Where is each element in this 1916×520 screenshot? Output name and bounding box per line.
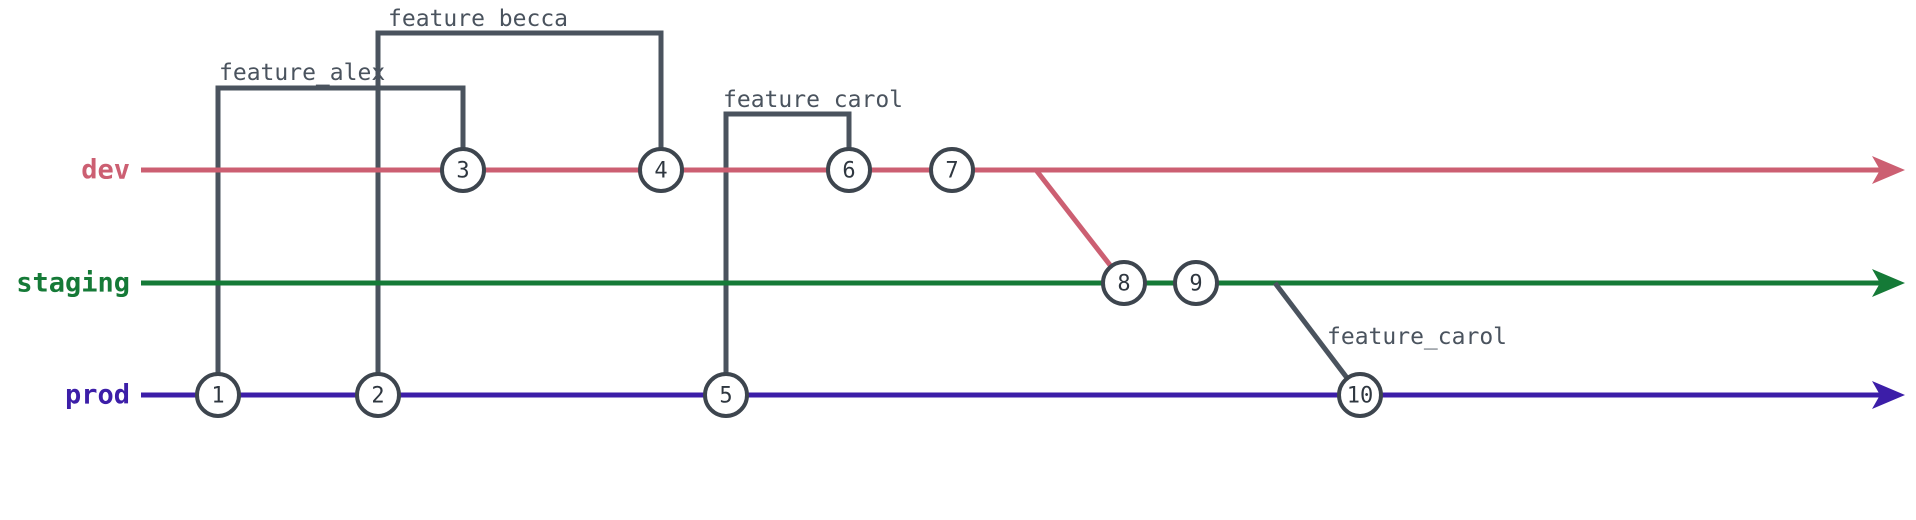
- commit-label: 7: [945, 159, 958, 184]
- commit-node-4[interactable]: 4: [638, 147, 684, 193]
- lane-layer: [141, 155, 1905, 409]
- commit-circle[interactable]: [1101, 260, 1147, 306]
- merge-path-dev-to-staging: [1034, 168, 1126, 285]
- lane-label-prod: prod: [65, 380, 130, 411]
- lane-label-staging: staging: [16, 268, 130, 299]
- commit-label: 10: [1347, 384, 1374, 409]
- commit-node-layer: 1 2 3 4 5 6: [195, 147, 1383, 418]
- commit-label: 1: [211, 384, 224, 409]
- branch-label-feature_becca: feature_becca: [388, 6, 568, 32]
- lane-label-layer: dev staging prod: [16, 155, 130, 411]
- merge-path-staging-to-prod: [1273, 281, 1362, 397]
- commit-circle[interactable]: [1173, 260, 1219, 306]
- feature-branch-path-feature_alex: [215, 85, 466, 395]
- commit-label: 4: [654, 159, 667, 184]
- commit-label: 2: [371, 384, 384, 409]
- commit-node-2[interactable]: 2: [355, 372, 401, 418]
- commit-circle[interactable]: [355, 372, 401, 418]
- commit-label: 9: [1189, 272, 1202, 297]
- commit-circle[interactable]: [929, 147, 975, 193]
- branch-label-feature_carol-dev: feature_carol: [723, 87, 903, 113]
- feature-branch-path-feature_becca: [375, 30, 664, 395]
- lane-label-dev: dev: [81, 155, 130, 186]
- commit-label: 5: [719, 384, 732, 409]
- commit-circle[interactable]: [440, 147, 486, 193]
- commit-node-3[interactable]: 3: [440, 147, 486, 193]
- commit-node-1[interactable]: 1: [195, 372, 241, 418]
- feature-branch-layer: [215, 30, 852, 395]
- feature-label-layer: feature_alex feature_becca feature_carol…: [219, 6, 1507, 350]
- commit-circle[interactable]: [703, 372, 749, 418]
- commit-node-8[interactable]: 8: [1101, 260, 1147, 306]
- commit-node-6[interactable]: 6: [826, 147, 872, 193]
- commit-circle[interactable]: [826, 147, 872, 193]
- commit-node-7[interactable]: 7: [929, 147, 975, 193]
- feature-branch-path-feature_carol: [723, 111, 852, 395]
- commit-label: 6: [842, 159, 855, 184]
- branch-label-feature_alex: feature_alex: [219, 60, 385, 86]
- commit-node-5[interactable]: 5: [703, 372, 749, 418]
- commit-node-10[interactable]: 10: [1337, 372, 1383, 418]
- commit-circle[interactable]: [638, 147, 684, 193]
- commit-node-9[interactable]: 9: [1173, 260, 1219, 306]
- commit-circle[interactable]: [1337, 372, 1383, 418]
- commit-circle[interactable]: [195, 372, 241, 418]
- branch-label-feature_carol-prod: feature_carol: [1327, 324, 1507, 350]
- merge-layer: [1034, 168, 1362, 397]
- commit-label: 3: [456, 159, 469, 184]
- commit-label: 8: [1117, 272, 1130, 297]
